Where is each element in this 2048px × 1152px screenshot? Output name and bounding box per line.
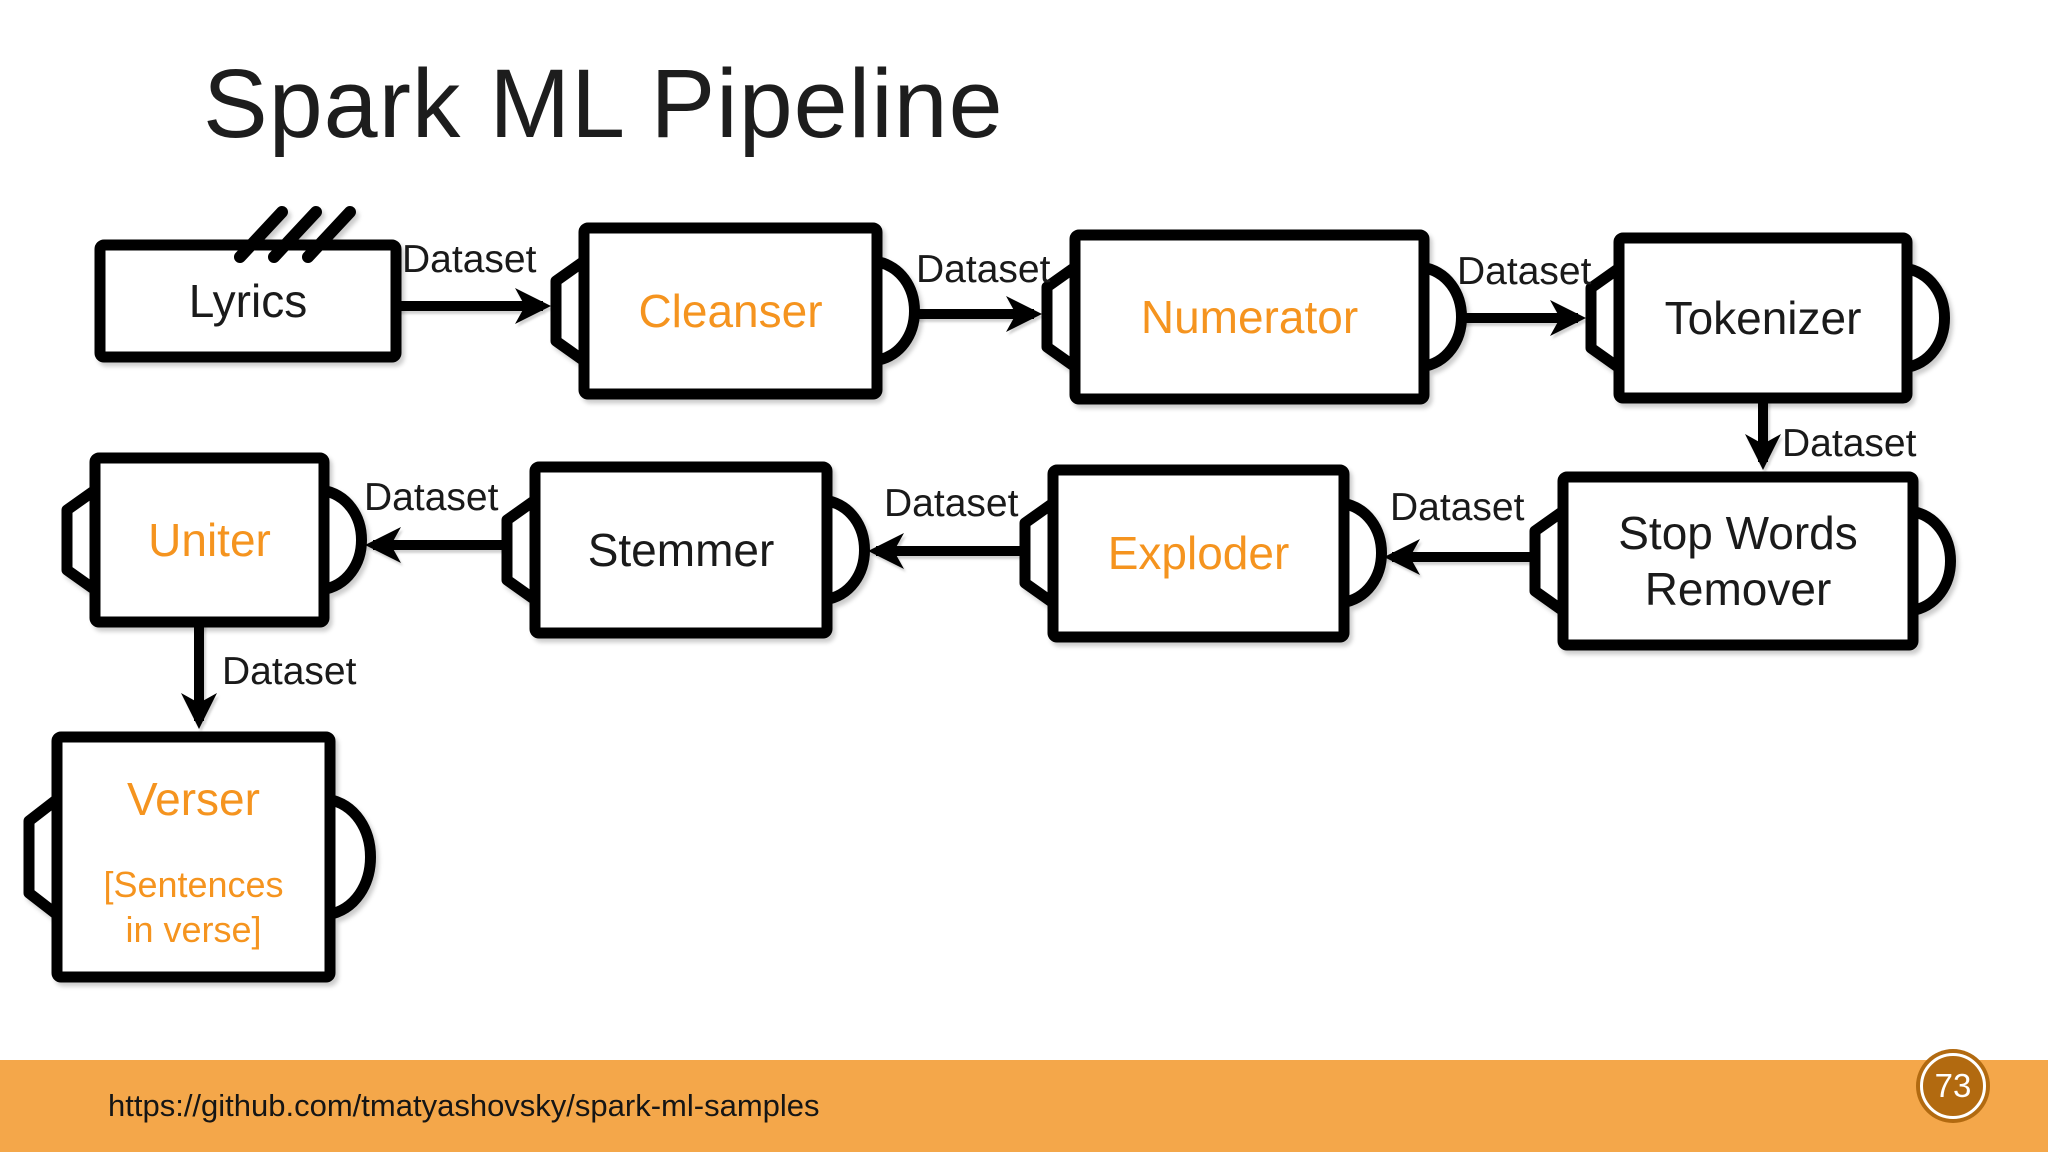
- uniter-node-shape: [61, 452, 367, 628]
- node-label-stemmer: Stemmer: [587, 523, 775, 576]
- edge-label-dataset-2: Dataset: [916, 248, 1051, 291]
- edge-label-dataset-8: Dataset: [222, 650, 357, 693]
- verser-node-shape: [23, 731, 376, 983]
- node-label-lyrics: Lyrics: [188, 274, 308, 327]
- stop-words-remover-node-shape: [1529, 471, 1956, 651]
- node-label-numerator: Numerator: [1140, 290, 1359, 343]
- node-label-tokenizer: Tokenizer: [1664, 291, 1862, 344]
- flow-arrows: [181, 288, 1781, 729]
- edge-label-dataset-3: Dataset: [1457, 250, 1592, 293]
- edge-label-dataset-7: Dataset: [364, 476, 499, 519]
- edge-label-dataset-4: Dataset: [1782, 422, 1917, 465]
- edge-label-dataset-1: Dataset: [402, 238, 537, 281]
- node-sublabel-verser: [Sentences in verse]: [103, 864, 284, 950]
- footer-source-link[interactable]: https://github.com/tmatyashovsky/spark-m…: [108, 1088, 820, 1123]
- lyrics-node-shape: [94, 206, 402, 363]
- hash-marks-icon: [234, 206, 356, 263]
- node-label-cleanser: Cleanser: [638, 284, 823, 337]
- exploder-node-shape: [1019, 464, 1387, 643]
- numerator-node-shape: [1041, 229, 1467, 405]
- slide-title: Spark ML Pipeline: [203, 49, 1004, 158]
- edge-label-dataset-5: Dataset: [1390, 486, 1525, 529]
- edge-label-dataset-6: Dataset: [884, 482, 1019, 525]
- tokenizer-node-shape: [1585, 232, 1950, 404]
- node-label-exploder: Exploder: [1107, 527, 1290, 580]
- node-label-uniter: Uniter: [148, 513, 271, 566]
- footer-bar: [0, 1060, 2048, 1152]
- stemmer-node-shape: [501, 461, 870, 639]
- node-label-stop-words-remover: Stop Words Remover: [1618, 506, 1858, 615]
- page-number-badge: 73: [1916, 1049, 1990, 1123]
- page-number: 73: [1934, 1067, 1972, 1104]
- node-label-verser: Verser: [127, 773, 260, 825]
